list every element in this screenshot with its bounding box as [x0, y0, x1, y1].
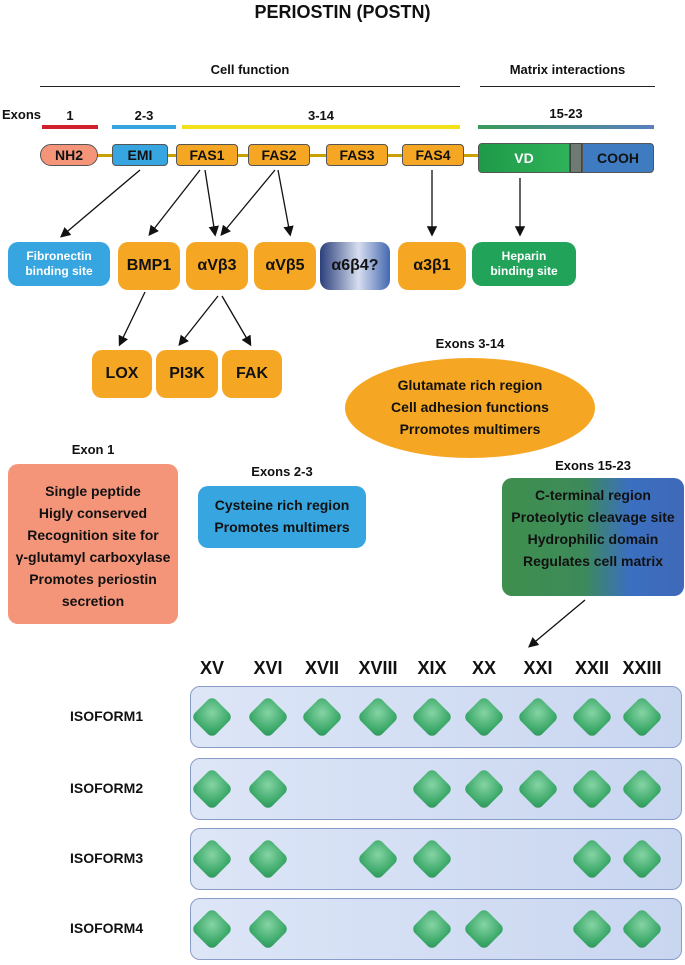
exon-bar-1 [42, 125, 98, 129]
arrow-avb3-fak [221, 295, 252, 347]
exons-15-23-title: Exons 15-23 [555, 458, 631, 473]
exon-1-line-2: Higly conserved [38, 505, 148, 521]
cell-function-rule [40, 86, 460, 87]
heparin-binding-site: Heparin binding site [472, 242, 576, 286]
domain-fas1: FAS1 [176, 144, 238, 166]
exon-1-line-4: γ-glutamyl carboxylase [15, 549, 171, 565]
exon-column-xxiii: XXIII [622, 658, 662, 678]
exons-3-14-ellipse: Glutamate rich region Cell adhesion func… [345, 358, 595, 458]
lox-box: LOX [92, 350, 152, 398]
domain-fas1-label: FAS1 [189, 147, 225, 163]
exon-1-line-3: Recognition site for [27, 527, 159, 543]
exon-column-xxi: XXI [523, 658, 553, 678]
matrix-interactions-header: Matrix interactions [509, 62, 626, 77]
avb3-box: αVβ3 [186, 242, 248, 290]
domain-vd: VD [478, 143, 570, 173]
domain-cooh: COOH [582, 143, 654, 173]
arrow-bmp1-lox [118, 291, 146, 347]
a6b4-box: α6β4? [320, 242, 390, 290]
exon-column-xvii: XVII [304, 658, 339, 678]
domain-fas2: FAS2 [248, 144, 310, 166]
exon-range-2-3: 2-3 [134, 108, 154, 123]
exons-15-23-line-1: C-terminal region [535, 487, 651, 503]
isoform-exon-columns: XV XVI XVII XVIII XIX XX XXI XXII XXIII [0, 658, 685, 682]
exon-column-xix: XIX [417, 658, 447, 678]
arrow-fas1-bmp1 [148, 169, 201, 237]
exon-column-xxii: XXII [574, 658, 609, 678]
exon-1-line-5: Promotes periostin [29, 571, 157, 587]
exon-1-title: Exon 1 [71, 442, 115, 457]
arrow-fas2-avb5 [277, 169, 294, 237]
exon-column-xx: XX [471, 658, 496, 678]
page-title: PERIOSTIN (POSTN) [254, 2, 431, 22]
exon-bar-15-23 [478, 125, 654, 129]
exons-2-3-title: Exons 2-3 [251, 464, 313, 479]
domain-emi: EMI [112, 144, 168, 166]
exons-15-23-box: C-terminal region Proteolytic cleavage s… [502, 478, 684, 596]
exons-3-14-line-1: Glutamate rich region [397, 377, 543, 393]
exons-3-14-title: Exons 3-14 [435, 336, 505, 351]
exons-15-23-line-3: Hydrophilic domain [527, 531, 659, 547]
vd-cooh-junction [570, 143, 582, 173]
domain-nh2: NH2 [40, 144, 98, 166]
exons-15-23-line-4: Regulates cell matrix [522, 553, 664, 569]
arrow-cterm-isoforms [528, 599, 586, 648]
fak-box: FAK [222, 350, 282, 398]
exon-range-3-14: 3-14 [307, 108, 335, 123]
exon-1-box: Single peptide Higly conserved Recogniti… [8, 464, 178, 624]
exon-bar-2-3 [112, 125, 176, 129]
exons-label: Exons [2, 107, 42, 122]
domain-fas4: FAS4 [402, 144, 464, 166]
exons-3-14-line-3: Prromotes multimers [399, 421, 541, 437]
arrow-fas1-avb3 [204, 169, 219, 237]
exons-2-3-line-2: Promotes multimers [214, 519, 350, 535]
domain-fas3-label: FAS3 [339, 147, 375, 163]
exon-1-line-1: Single peptide [45, 483, 141, 499]
domain-fas4-label: FAS4 [415, 147, 451, 163]
arrow-fas2-avb3 [220, 169, 276, 237]
exons-15-23-line-2: Proteolytic cleavage site [511, 509, 675, 525]
domain-fas2-label: FAS2 [261, 147, 297, 163]
pi3k-box: PI3K [156, 350, 218, 398]
bmp1-box: BMP1 [118, 242, 180, 290]
fibronectin-binding-site: Fibronectin binding site [8, 242, 110, 286]
exon-range-15-23: 15-23 [549, 106, 583, 121]
exon-range-1: 1 [66, 108, 74, 123]
exon-column-xvi: XVI [253, 658, 283, 678]
exons-2-3-line-1: Cysteine rich region [214, 497, 350, 513]
a3b1-box: α3β1 [398, 242, 466, 290]
cell-function-header: Cell function [210, 62, 290, 77]
exon-column-xviii: XVIII [358, 658, 398, 678]
exon-column-xv: XV [199, 658, 224, 678]
exon-bar-3-14 [182, 125, 460, 129]
arrow-avb3-pi3k [178, 295, 219, 347]
domain-fas3: FAS3 [326, 144, 388, 166]
arrow-emi-fibronectin [60, 169, 141, 238]
exon-1-line-6: secretion [61, 593, 125, 609]
exons-2-3-box: Cysteine rich region Promotes multimers [198, 486, 366, 548]
avb5-box: αVβ5 [254, 242, 316, 290]
exons-3-14-line-2: Cell adhesion functions [391, 399, 549, 415]
matrix-interactions-rule [480, 86, 655, 87]
